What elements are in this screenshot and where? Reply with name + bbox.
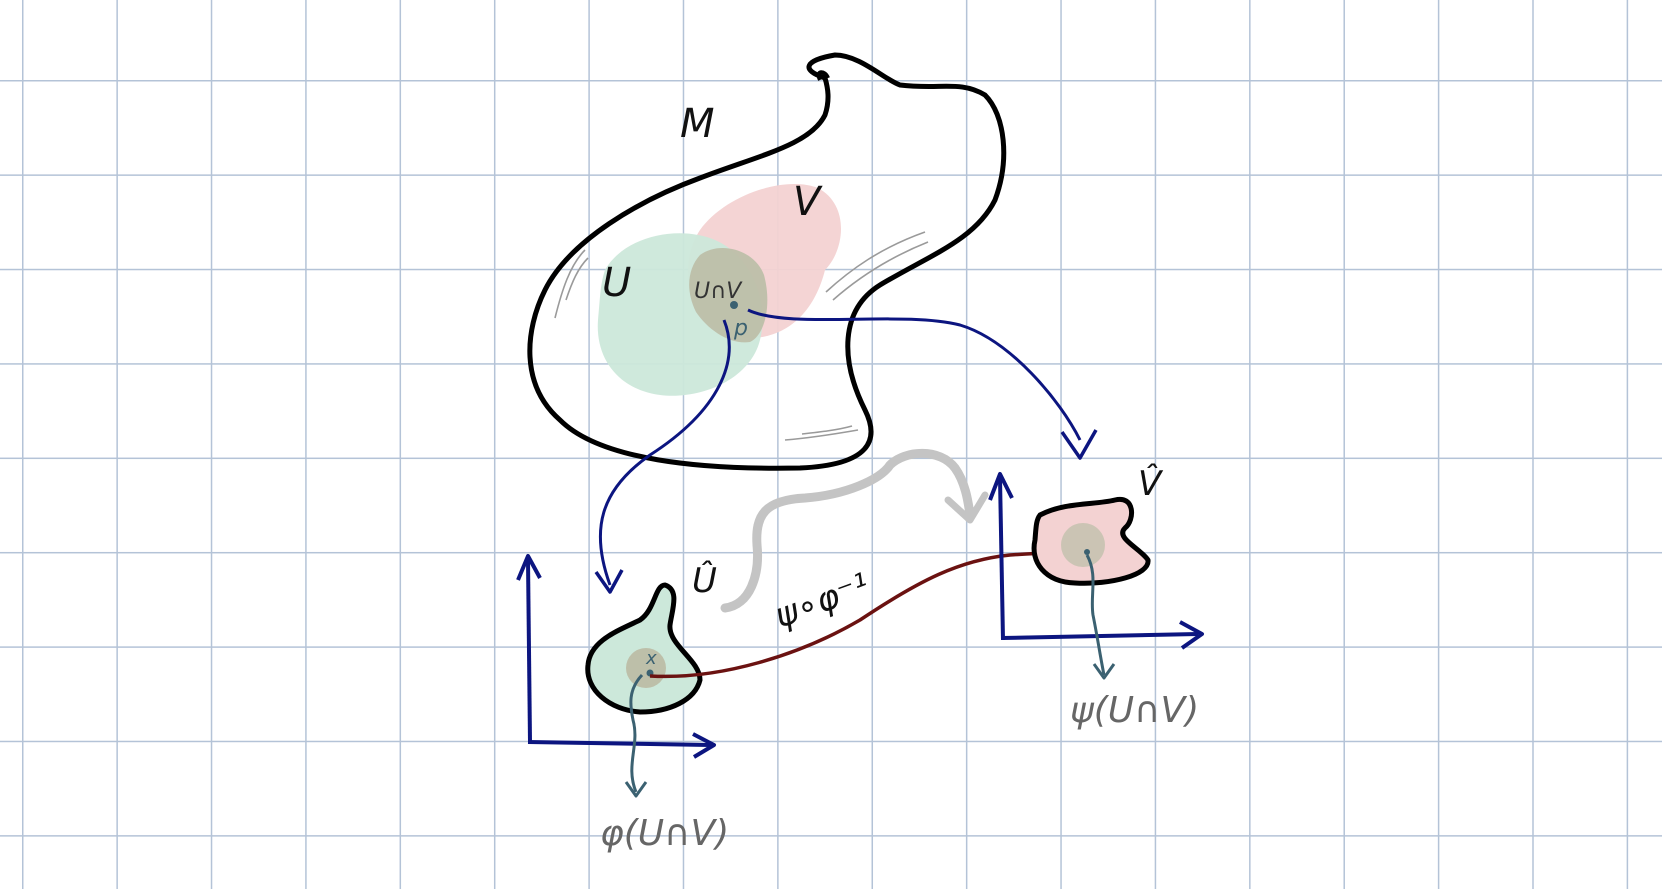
gray-curly-arrow (720, 448, 975, 613)
region-intersection (689, 247, 768, 343)
label-point-p: p (733, 316, 748, 341)
label-intersection: U∩V (694, 279, 743, 304)
point-p-dot (730, 301, 738, 309)
label-v-hat: V̂ (1138, 463, 1164, 504)
label-point-x: x (645, 648, 657, 669)
psi-image-arrow (1085, 554, 1106, 676)
label-transition-map: ψ∘φ⁻¹ (769, 565, 875, 636)
manifold-hatching (554, 231, 929, 441)
label-set-u: U (602, 260, 631, 306)
chart-map-psi-arrow (747, 308, 1082, 441)
manifold-m-outline (527, 52, 1007, 471)
point-psi-dot (1084, 549, 1090, 555)
manifold-m-loop (816, 70, 830, 81)
right-coordinate-axes (988, 472, 1204, 650)
region-psi-intersection (1061, 523, 1105, 567)
label-set-v: V (793, 179, 823, 225)
left-coordinate-axes (516, 554, 716, 759)
psi-image-arrowhead (1092, 663, 1116, 680)
label-manifold-m: M (680, 101, 715, 147)
chart-map-phi-arrow (598, 319, 731, 586)
chart-map-psi-arrowhead (1060, 429, 1098, 460)
gray-curly-arrowhead (944, 491, 989, 524)
chart-map-phi-arrowhead (594, 569, 624, 594)
phi-image-arrow (629, 673, 644, 793)
label-image-phi: φ(U∩V) (600, 813, 729, 854)
label-image-psi: ψ(U∩V) (1070, 690, 1199, 731)
label-u-hat: Û (692, 560, 717, 601)
phi-image-arrowhead (624, 781, 648, 798)
